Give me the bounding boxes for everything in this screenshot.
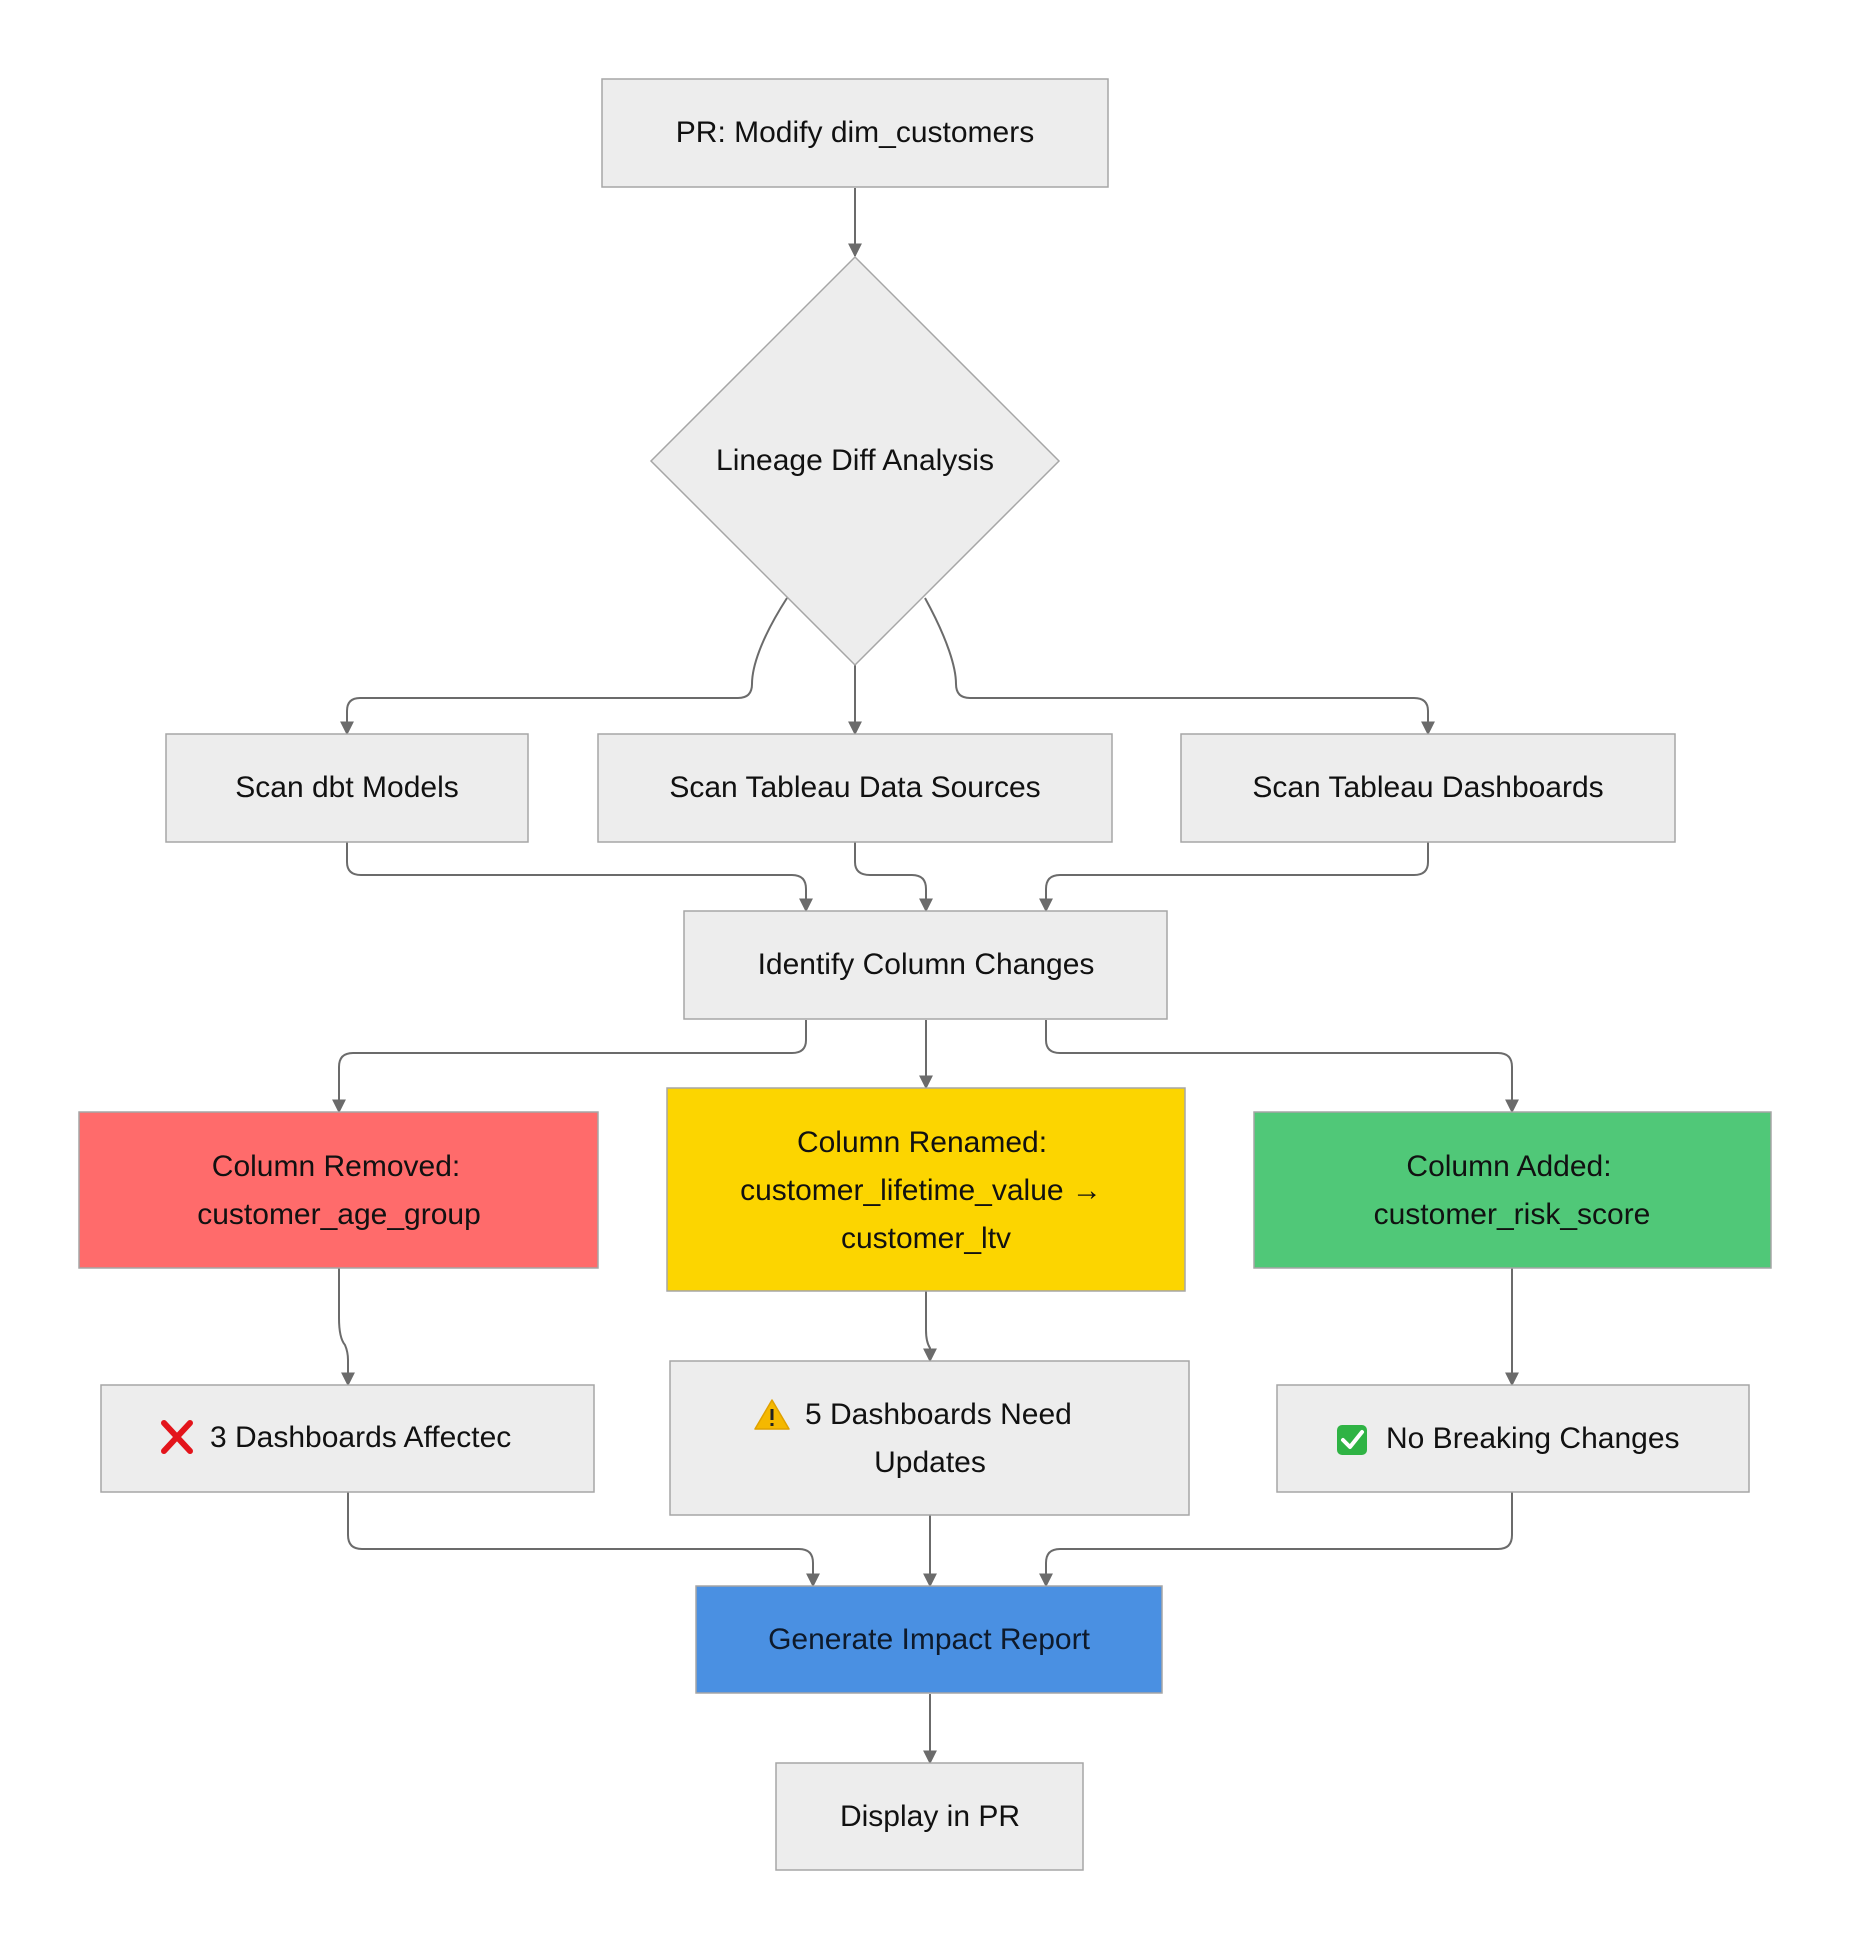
node-column-removed: Column Removed: customer_age_group: [78, 1111, 599, 1269]
node-identify: Identify Column Changes: [683, 910, 1168, 1020]
node-no-breaking-changes: No Breaking Changes: [1276, 1384, 1750, 1493]
node-pr-box: [601, 78, 1109, 188]
node-column-renamed-line-3: customer_ltv: [841, 1222, 1011, 1255]
node-scan-dbt-label: Scan dbt Models: [235, 771, 458, 804]
node-identify-label: Identify Column Changes: [758, 948, 1095, 981]
node-display-in-pr-box: [775, 1762, 1084, 1871]
node-generate-report: Generate Impact Report: [695, 1585, 1163, 1694]
node-decision: Lineage Diff Analysis: [649, 255, 1061, 667]
node-column-removed-line-2: customer_age_group: [197, 1198, 481, 1231]
node-pr: PR: Modify dim_customers: [601, 78, 1109, 188]
node-column-renamed-line-1: Column Renamed:: [797, 1126, 1047, 1159]
node-scan-sources-label: Scan Tableau Data Sources: [669, 771, 1040, 804]
warning-icon: [754, 1399, 790, 1430]
node-scan-dashboards: Scan Tableau Dashboards: [1180, 733, 1676, 843]
edge-scan-sources-to-identify: [854, 842, 933, 913]
node-dashboards-need-updates-line-1: 5 Dashboards Need: [805, 1398, 1072, 1431]
edge-no-breaking-to-report: [1039, 1492, 1513, 1588]
node-column-added-box: [1253, 1111, 1772, 1269]
node-dashboards-need-updates-box: [669, 1360, 1190, 1516]
node-dashboards-affected-box: [100, 1384, 595, 1493]
edge-affected-to-report: [347, 1492, 820, 1588]
node-pr-label: PR: Modify dim_customers: [676, 116, 1034, 149]
node-scan-dbt: Scan dbt Models: [165, 733, 529, 843]
node-identify-box: [683, 910, 1168, 1020]
node-generate-report-box: [695, 1585, 1163, 1694]
node-column-renamed-line-2: customer_lifetime_value →: [740, 1174, 1102, 1207]
cross-mark-icon: [161, 1420, 193, 1454]
node-scan-sources-box: [597, 733, 1113, 843]
node-column-added: Column Added: customer_risk_score: [1253, 1111, 1772, 1269]
node-decision-diamond: [649, 255, 1061, 667]
node-dashboards-need-updates-line-2: Updates: [874, 1446, 986, 1479]
node-column-removed-box: [78, 1111, 599, 1269]
node-display-in-pr-label: Display in PR: [840, 1800, 1020, 1833]
edge-decision-to-scan-dashboards: [924, 597, 1435, 736]
node-dashboards-affected-label: 3 Dashboards Affectec: [210, 1421, 511, 1454]
node-scan-dashboards-box: [1180, 733, 1676, 843]
node-column-added-line-2: customer_risk_score: [1374, 1198, 1651, 1231]
node-scan-dbt-box: [165, 733, 529, 843]
node-generate-report-label: Generate Impact Report: [768, 1623, 1090, 1656]
node-column-added-line-1: Column Added:: [1406, 1150, 1611, 1183]
edge-identify-to-removed: [332, 1020, 807, 1114]
node-no-breaking-changes-label: No Breaking Changes: [1386, 1422, 1680, 1455]
node-scan-sources: Scan Tableau Data Sources: [597, 733, 1113, 843]
node-column-renamed-box: [666, 1087, 1186, 1292]
node-column-removed-line-1: Column Removed:: [212, 1150, 460, 1183]
edge-renamed-to-need-updates: [923, 1291, 937, 1363]
node-column-renamed: Column Renamed: customer_lifetime_value …: [666, 1087, 1186, 1292]
edge-decision-to-scan-dbt: [340, 597, 788, 736]
edge-identify-to-added: [1045, 1020, 1519, 1114]
edges: [332, 188, 1519, 1765]
node-display-in-pr: Display in PR: [775, 1762, 1084, 1871]
check-mark-icon: [1337, 1425, 1367, 1455]
node-decision-label: Lineage Diff Analysis: [716, 444, 994, 477]
node-scan-dashboards-label: Scan Tableau Dashboards: [1252, 771, 1603, 804]
edge-removed-to-affected: [338, 1268, 355, 1387]
edge-scan-dbt-to-identify: [346, 842, 813, 913]
edge-scan-dashboards-to-identify: [1039, 842, 1429, 913]
node-dashboards-need-updates: 5 Dashboards Need Updates: [669, 1360, 1190, 1516]
node-dashboards-affected: 3 Dashboards Affectec: [100, 1384, 595, 1493]
